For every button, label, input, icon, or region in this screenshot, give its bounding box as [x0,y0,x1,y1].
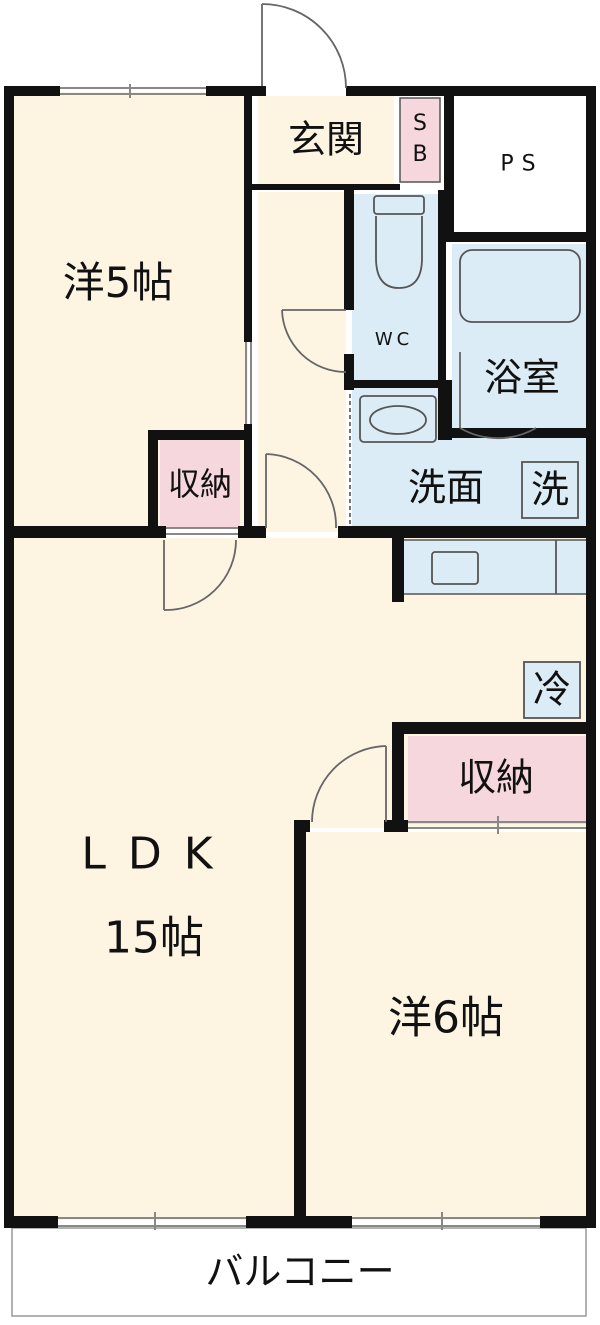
toilet-fixture [373,195,425,289]
floor-balcony [11,1227,587,1317]
label-entrance: 玄関 [287,117,365,162]
label-ldk: LDK [81,828,235,880]
label-shoe-box: SB [412,111,428,167]
floor-ps [452,96,586,232]
label-western-5: 洋5帖 [62,257,174,307]
label-ldk-size: 15帖 [104,912,204,964]
floor-hallway [258,192,346,532]
label-wc: WC [374,328,414,350]
floor-shoe-box [399,97,441,183]
kitchen-sink-fixture [431,540,557,594]
label-fridge: 冷 [532,667,572,712]
label-bath: 浴室 [483,355,561,400]
floor-storage-b [408,736,586,824]
label-storage-a: 収納 [167,465,233,503]
windows [58,84,586,1230]
doors [163,3,537,823]
walls [4,86,596,1228]
sink-fixture [359,395,437,443]
floor-ldk-lower [12,826,298,1220]
washer-box [521,461,579,519]
fridge-box [523,661,581,719]
bathtub-fixture [459,249,581,323]
label-ps: PS [500,151,544,177]
label-washer: 洗 [530,467,570,512]
label-western-6: 洋6帖 [388,992,504,1044]
floor-western-6 [306,832,592,1220]
label-storage-b: 収納 [457,755,535,800]
label-balcony: バルコニー [205,1249,395,1294]
floor-storage-a [160,438,240,528]
floor-kitchen [401,539,589,595]
label-washroom: 洗面 [407,465,485,510]
floor-entrance [258,96,394,184]
